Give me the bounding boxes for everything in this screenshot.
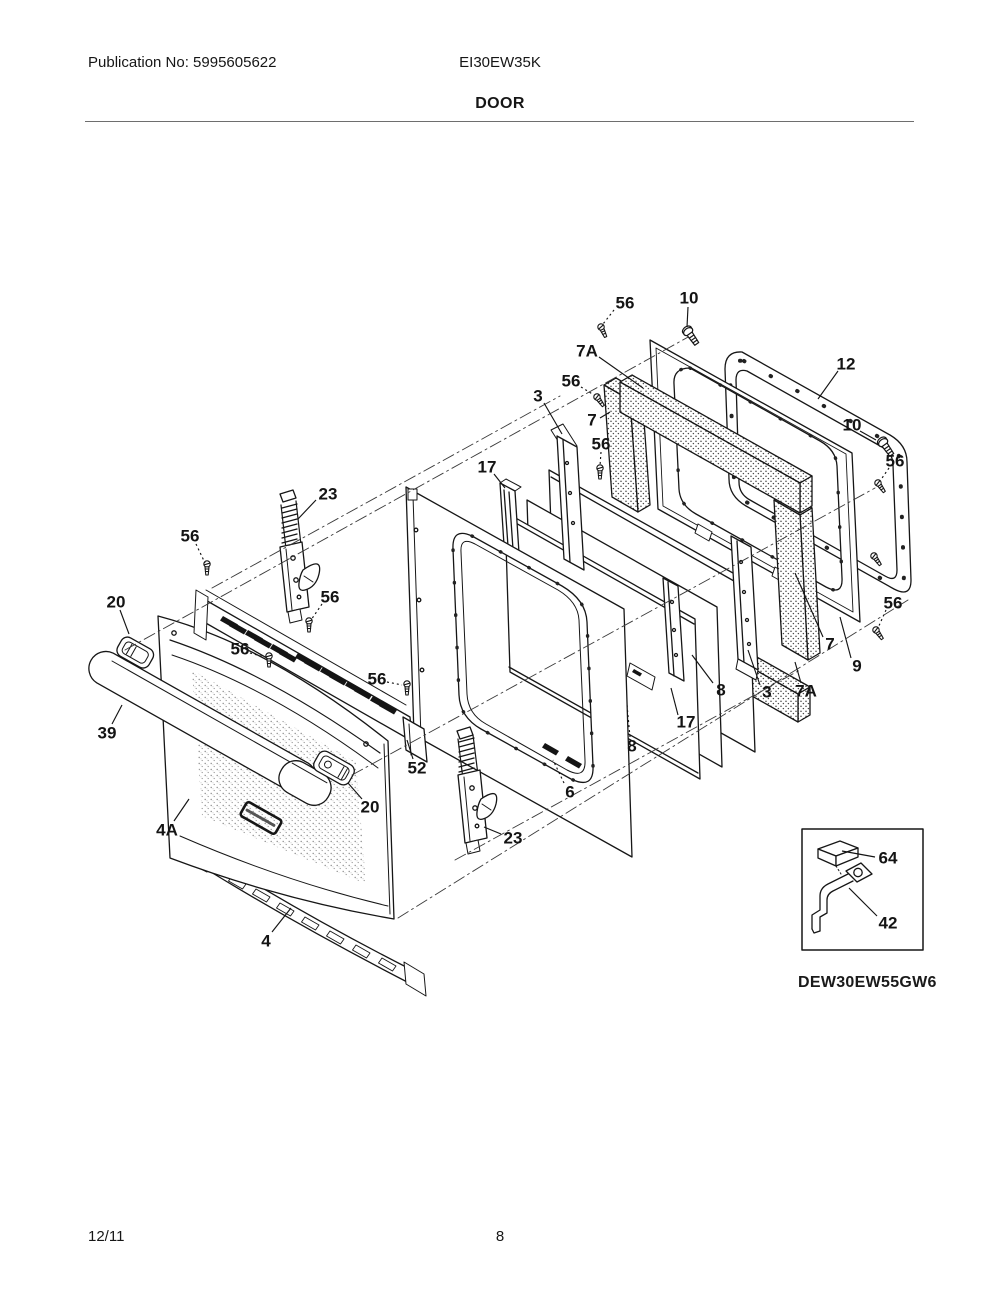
part-callout-7A: 7A — [795, 681, 817, 701]
header-rule — [85, 121, 914, 122]
leader-line-3 — [543, 402, 563, 435]
part-17-retainer-lower — [662, 577, 685, 682]
part-9-door-liner — [649, 339, 861, 623]
part-callout-6: 6 — [565, 782, 575, 802]
part-callout-4: 4 — [261, 931, 271, 951]
leader-line-4A — [173, 798, 190, 822]
leader-line-56 — [877, 609, 887, 629]
leader-line-4 — [271, 907, 292, 933]
part-17-retainer-upper — [499, 478, 522, 554]
leader-line-56 — [195, 543, 206, 564]
part-callout-7: 7 — [825, 634, 835, 654]
electrolux-badge — [239, 800, 283, 836]
part-callout-8: 8 — [627, 736, 637, 756]
model-number: EI30EW35K — [459, 54, 541, 71]
leader-line-20 — [119, 609, 130, 635]
centerlines — [124, 335, 909, 919]
leader-line-52 — [406, 739, 414, 760]
part-callout-23: 23 — [318, 484, 338, 504]
part-callout-4A: 4A — [156, 820, 178, 840]
part-callout-17: 17 — [477, 457, 497, 477]
part-3-bracket-upper — [550, 423, 585, 571]
page-title: DOOR — [475, 95, 525, 112]
leader-line-20 — [347, 782, 363, 800]
part-callout-17: 17 — [676, 712, 696, 732]
part-callout-56: 56 — [180, 526, 200, 546]
leader-line-6 — [552, 759, 565, 784]
leader-line-39 — [111, 704, 123, 725]
leader-line-23 — [297, 499, 317, 520]
leader-line-3 — [747, 649, 761, 686]
leader-line-7A — [598, 356, 644, 389]
part-6-inner-door-frame — [405, 486, 656, 858]
part-callout-23: 23 — [503, 828, 523, 848]
part-callout-56: 56 — [591, 434, 611, 454]
part-callout-20: 20 — [360, 797, 380, 817]
part-callout-7A: 7A — [576, 341, 598, 361]
footer-date: 12/11 — [88, 1228, 125, 1245]
leader-line-7A — [794, 661, 802, 684]
vent-slots — [220, 616, 397, 715]
publication-number: Publication No: 5995605622 — [88, 54, 277, 71]
part-callout-3: 3 — [533, 386, 543, 406]
part-callout-56: 56 — [561, 371, 581, 391]
part-callout-10: 10 — [842, 415, 862, 435]
part-callout-56: 56 — [230, 639, 250, 659]
part-callout-56: 56 — [615, 293, 635, 313]
leader-line-8 — [626, 704, 631, 738]
part-callout-64: 64 — [878, 848, 898, 868]
part-callout-20: 20 — [106, 592, 126, 612]
part-callout-8: 8 — [716, 680, 726, 700]
leader-line-10 — [859, 430, 877, 441]
leader-line-42 — [848, 887, 878, 917]
leader-line-64 — [841, 850, 876, 858]
leader-line-56 — [599, 451, 602, 467]
part-callout-56: 56 — [885, 451, 905, 471]
leader-line-10 — [686, 306, 689, 328]
part-callout-7: 7 — [587, 410, 597, 430]
part-callout-42: 42 — [878, 913, 898, 933]
part-42-bracket — [811, 862, 873, 934]
leader-line-8 — [691, 654, 714, 684]
leader-line-7 — [599, 411, 611, 419]
part-callout-52: 52 — [407, 758, 427, 778]
part-callout-9: 9 — [852, 656, 862, 676]
part-23-hinge-lower — [456, 726, 498, 855]
leader-line-17 — [670, 687, 679, 716]
leader-line-17 — [493, 473, 506, 489]
part-20-badge-right — [313, 750, 355, 786]
inset-model-label: DEW30EW55GW6 — [798, 974, 937, 991]
leader-line-56 — [310, 603, 323, 621]
leader-line-23 — [483, 826, 502, 835]
part-52-upper-trim — [193, 589, 428, 763]
part-callout-56: 56 — [320, 587, 340, 607]
callout-leader-lines — [111, 306, 890, 933]
part-callout-3: 3 — [762, 682, 772, 702]
leader-line-9 — [839, 616, 852, 659]
part-64-spacer-pad — [817, 840, 859, 867]
part-20-badge-left — [116, 636, 155, 669]
part-3-bracket-lower — [730, 535, 759, 681]
part-callout-12: 12 — [836, 354, 856, 374]
part-callout-56: 56 — [367, 669, 387, 689]
part-12-rear-panel — [724, 351, 912, 593]
inset-box — [801, 828, 924, 951]
part-callout-39: 39 — [97, 723, 117, 743]
leader-line-7 — [794, 572, 824, 638]
part-callout-10: 10 — [679, 288, 699, 308]
footer-page-number: 8 — [495, 1228, 505, 1245]
leader-line-12 — [817, 370, 839, 400]
part-callout-56: 56 — [883, 593, 903, 613]
